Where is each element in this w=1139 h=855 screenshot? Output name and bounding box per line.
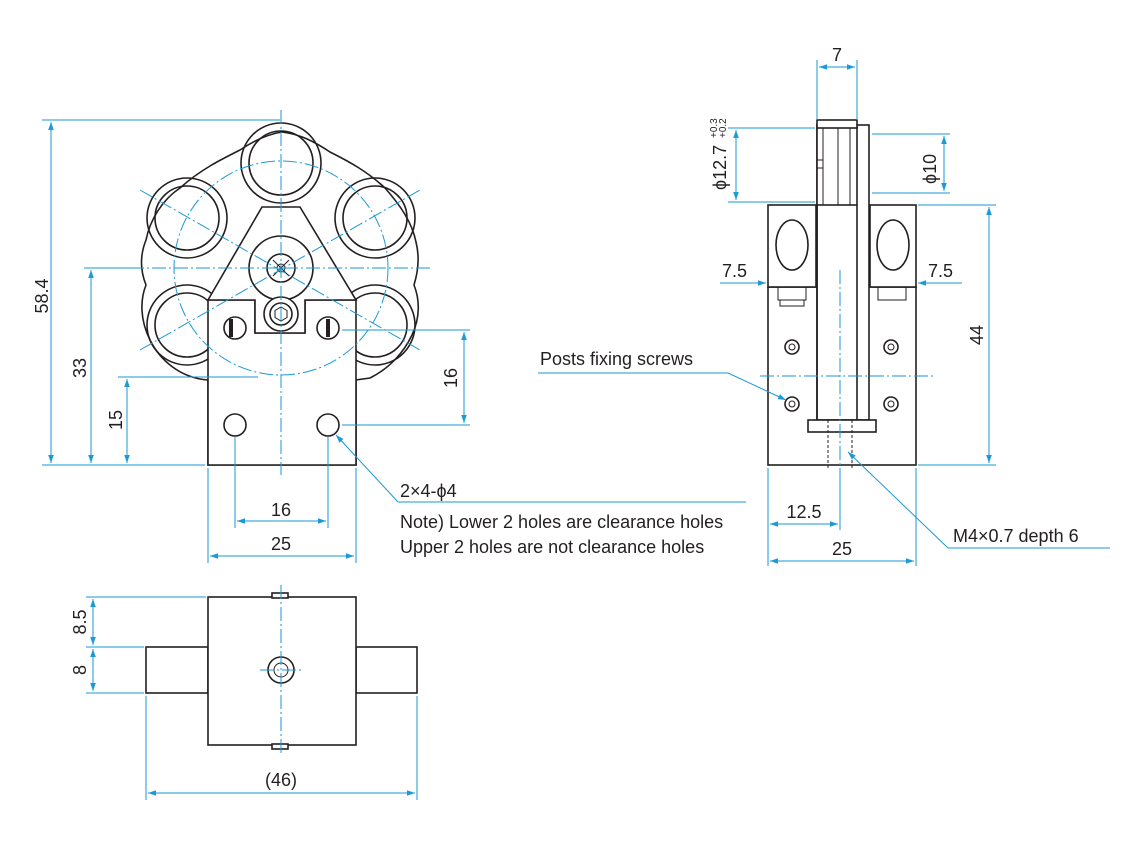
dim-bore-label: ϕ12.7	[710, 145, 730, 190]
tap-callout: M4×0.7 depth 6	[847, 451, 1110, 549]
dim-8: 8	[70, 649, 144, 694]
dim-bore-tol-upper: +0.3	[709, 118, 720, 138]
dim-16-horizontal-label: 16	[271, 500, 291, 520]
dim-15-label: 15	[106, 410, 126, 430]
dim-33-label: 33	[70, 358, 90, 378]
filter-port-upper-left	[146, 177, 228, 259]
bottom-left-post	[145, 646, 209, 694]
dim-8-5-label: 8.5	[70, 609, 90, 634]
wheel-foot	[807, 419, 877, 433]
lower-hole-right	[316, 413, 340, 437]
side-view: 7 ϕ12.7 +0.3 +0.2 ϕ10 7.5 7.5	[538, 45, 1110, 566]
dim-clear-aperture-label: ϕ10	[920, 154, 940, 184]
dim-12-5-label: 12.5	[786, 502, 821, 522]
posts-screws	[784, 339, 899, 412]
dim-44-label: 44	[967, 325, 987, 345]
note-line-2: Upper 2 holes are not clearance holes	[400, 537, 704, 557]
filter-port-upper-right	[334, 177, 416, 259]
hole-callout-label: 2×4-ϕ4	[400, 481, 457, 501]
dim-58-4-label: 58.4	[32, 278, 52, 313]
dim-25-side-label: 25	[832, 539, 852, 559]
dim-7-5-left: 7.5	[720, 261, 766, 286]
dim-25-front: 25	[207, 468, 357, 563]
dim-44: 44	[918, 204, 996, 466]
note-line-1: Note) Lower 2 holes are clearance holes	[400, 512, 723, 532]
bottom-view: 8.5 8 (46)	[70, 585, 418, 800]
right-post-slot	[876, 219, 910, 271]
bottom-right-post	[355, 646, 418, 694]
dim-clear-aperture: ϕ10	[872, 133, 950, 194]
posts-label: Posts fixing screws	[540, 349, 693, 369]
dim-8-5: 8.5	[70, 596, 206, 648]
dim-7-5-right-label: 7.5	[928, 261, 953, 281]
dim-25-front-label: 25	[271, 534, 291, 554]
dim-7: 7	[816, 45, 858, 120]
left-post	[767, 204, 817, 288]
dim-7-5-left-label: 7.5	[722, 261, 747, 281]
dim-58-4: 58.4	[32, 119, 280, 466]
posts-label-callout: Posts fixing screws	[538, 349, 787, 401]
dim-12-5: 12.5	[767, 468, 841, 566]
dim-16-horizontal: 16	[234, 437, 329, 528]
upper-hole-right	[316, 316, 340, 340]
dim-46: (46)	[145, 696, 418, 800]
dim-46-label: (46)	[265, 770, 297, 790]
front-view: 58.4 33 15 16 16	[32, 110, 746, 563]
dim-16-vertical: 16	[342, 329, 470, 426]
turret-body-outline	[140, 131, 420, 466]
upper-hole-left	[223, 316, 247, 340]
lower-hole-left	[223, 413, 247, 437]
hole-callout: 2×4-ϕ4 Note) Lower 2 holes are clearance…	[335, 434, 746, 557]
dim-7-5-right: 7.5	[918, 261, 962, 286]
dim-8-label: 8	[70, 665, 90, 675]
tap-callout-label: M4×0.7 depth 6	[953, 526, 1079, 546]
dim-16-vertical-label: 16	[441, 368, 461, 388]
dim-15: 15	[106, 376, 258, 463]
dim-33: 33	[70, 267, 130, 463]
dim-bore: ϕ12.7 +0.3 +0.2	[709, 118, 815, 203]
dim-7-label: 7	[832, 45, 842, 65]
left-post-slot	[775, 219, 809, 271]
dim-bore-tol-lower: +0.2	[718, 118, 729, 138]
front-center-lines	[130, 110, 432, 475]
